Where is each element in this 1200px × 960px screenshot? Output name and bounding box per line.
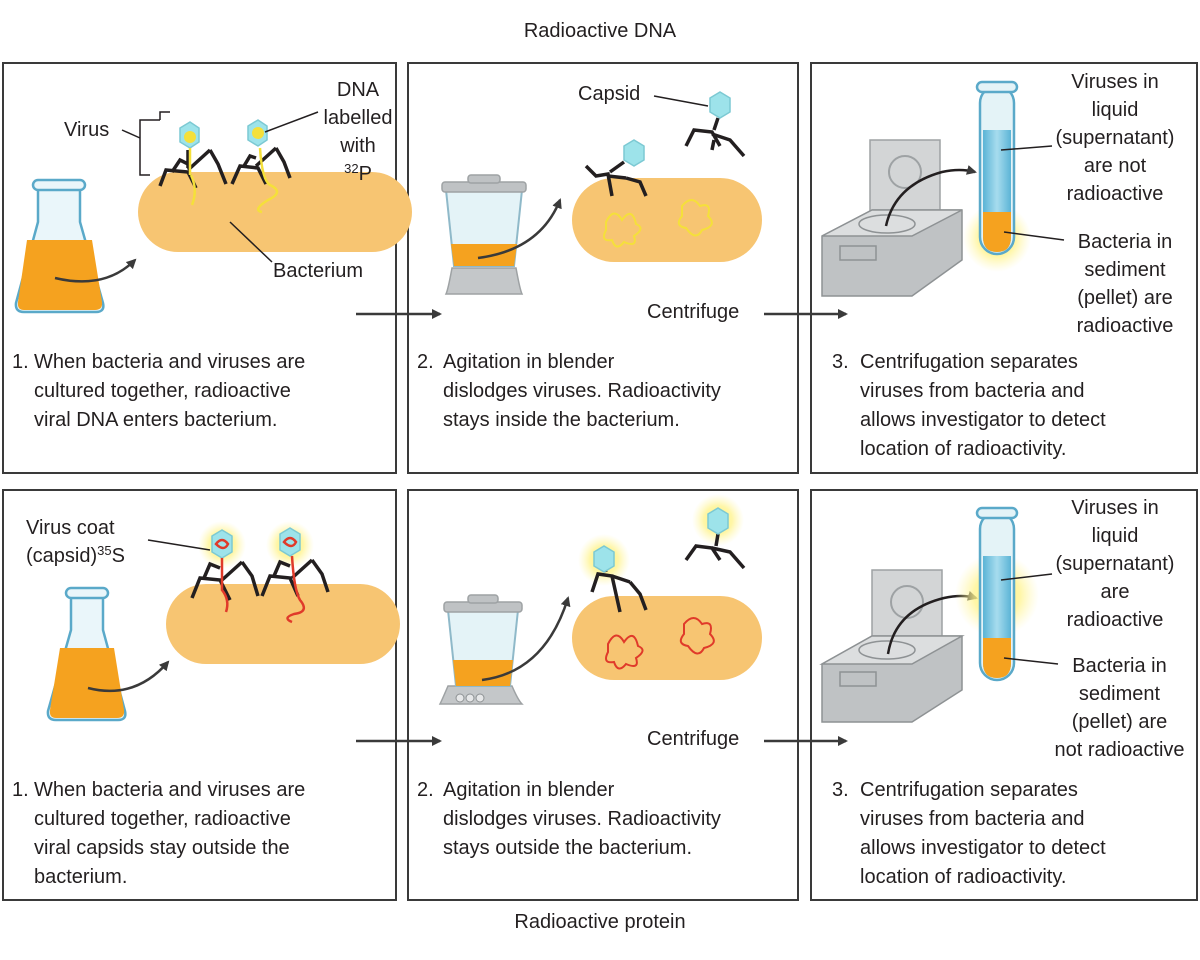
centrifuge-label: Centrifuge <box>647 728 740 750</box>
phage-icon <box>584 160 648 197</box>
centrifuge-icon <box>819 569 965 723</box>
dna-labelled-label: DNA labelled with 32P <box>323 79 393 185</box>
transfer-arrow <box>54 258 137 283</box>
blender-icon <box>441 174 527 295</box>
virus-label: Virus <box>64 119 110 141</box>
pellet-label: Bacteria in sediment (pellet) are not ra… <box>1054 655 1185 761</box>
test-tube-icon <box>975 80 1019 256</box>
centrifuge-label: Centrifuge <box>647 301 740 323</box>
bacterium <box>138 172 412 252</box>
panel-dna-step1 <box>2 62 397 474</box>
heading-radioactive-dna: Radioactive DNA <box>523 20 677 42</box>
panel-protein-step1 <box>2 489 397 901</box>
panel-protein-step3 <box>810 489 1198 901</box>
transfer-arrow <box>87 660 170 693</box>
centrifuge-icon <box>821 139 963 297</box>
flask-icon <box>46 586 127 722</box>
flask-icon <box>14 178 105 314</box>
virus-bracket <box>139 111 170 176</box>
supernatant-label: Viruses in liquid (supernatant) are radi… <box>1055 497 1175 631</box>
virus-coat-label: Virus coat (capsid)35S <box>26 517 125 567</box>
panel-dna-step3 <box>810 62 1198 474</box>
blender-icon <box>438 594 524 705</box>
phage-icon <box>190 560 260 601</box>
phage-icon <box>260 558 330 597</box>
bacterium-label: Bacterium <box>273 260 364 282</box>
capsid-label: Capsid <box>578 83 641 105</box>
phage-icon <box>684 533 746 570</box>
supernatant-label: Viruses in liquid (supernatant) are not … <box>1055 71 1175 205</box>
phage-icon <box>230 146 292 185</box>
dislodge-arrow <box>477 198 562 260</box>
panel-protein-step2 <box>407 489 799 901</box>
test-tube-icon <box>975 506 1019 682</box>
dislodge-arrow <box>481 596 571 682</box>
pellet-label: Bacteria in sediment (pellet) are radioa… <box>1076 231 1174 337</box>
bacterium <box>166 584 400 664</box>
bacterium <box>572 178 762 262</box>
phage-icon <box>684 117 746 158</box>
bacterium <box>572 596 762 680</box>
separation-arrow <box>884 165 977 227</box>
panel-dna-step2 <box>407 62 799 474</box>
heading-radioactive-protein: Radioactive protein <box>514 911 686 933</box>
